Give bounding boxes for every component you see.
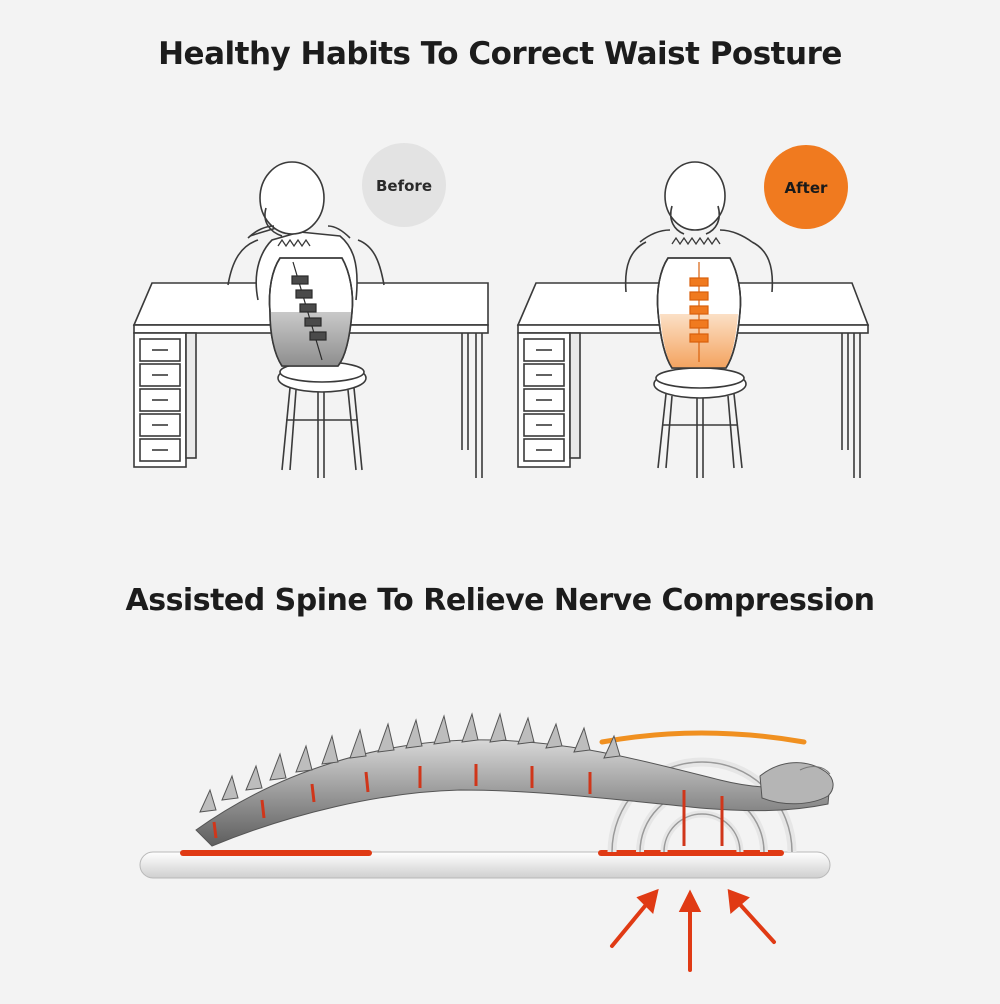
arrow-center [678, 889, 702, 972]
after-chair [653, 367, 747, 478]
stretcher-platform [139, 851, 831, 879]
relief-arc [599, 730, 807, 745]
before-spine [291, 261, 327, 361]
after-scene [516, 161, 870, 478]
before-chair [277, 361, 367, 478]
spine-stretcher-scene [139, 712, 834, 972]
arrow-right [727, 888, 776, 944]
heading-spine: Assisted Spine To Relieve Nerve Compress… [125, 583, 876, 618]
spine-vertebrae [195, 712, 834, 847]
after-badge: After [764, 145, 848, 229]
after-spine [689, 262, 709, 362]
before-label: Before [376, 177, 432, 195]
pressure-strip-left [180, 850, 372, 856]
pressure-arrows [610, 888, 776, 972]
after-label: After [785, 179, 828, 197]
arrow-left [610, 888, 659, 948]
before-scene [132, 161, 489, 478]
pressure-strip-right [598, 850, 784, 856]
before-badge-circle [362, 143, 446, 227]
before-badge: Before [362, 143, 446, 227]
heading-posture: Healthy Habits To Correct Waist Posture [158, 36, 842, 72]
before-person [227, 161, 385, 367]
after-badge-circle [764, 145, 848, 229]
